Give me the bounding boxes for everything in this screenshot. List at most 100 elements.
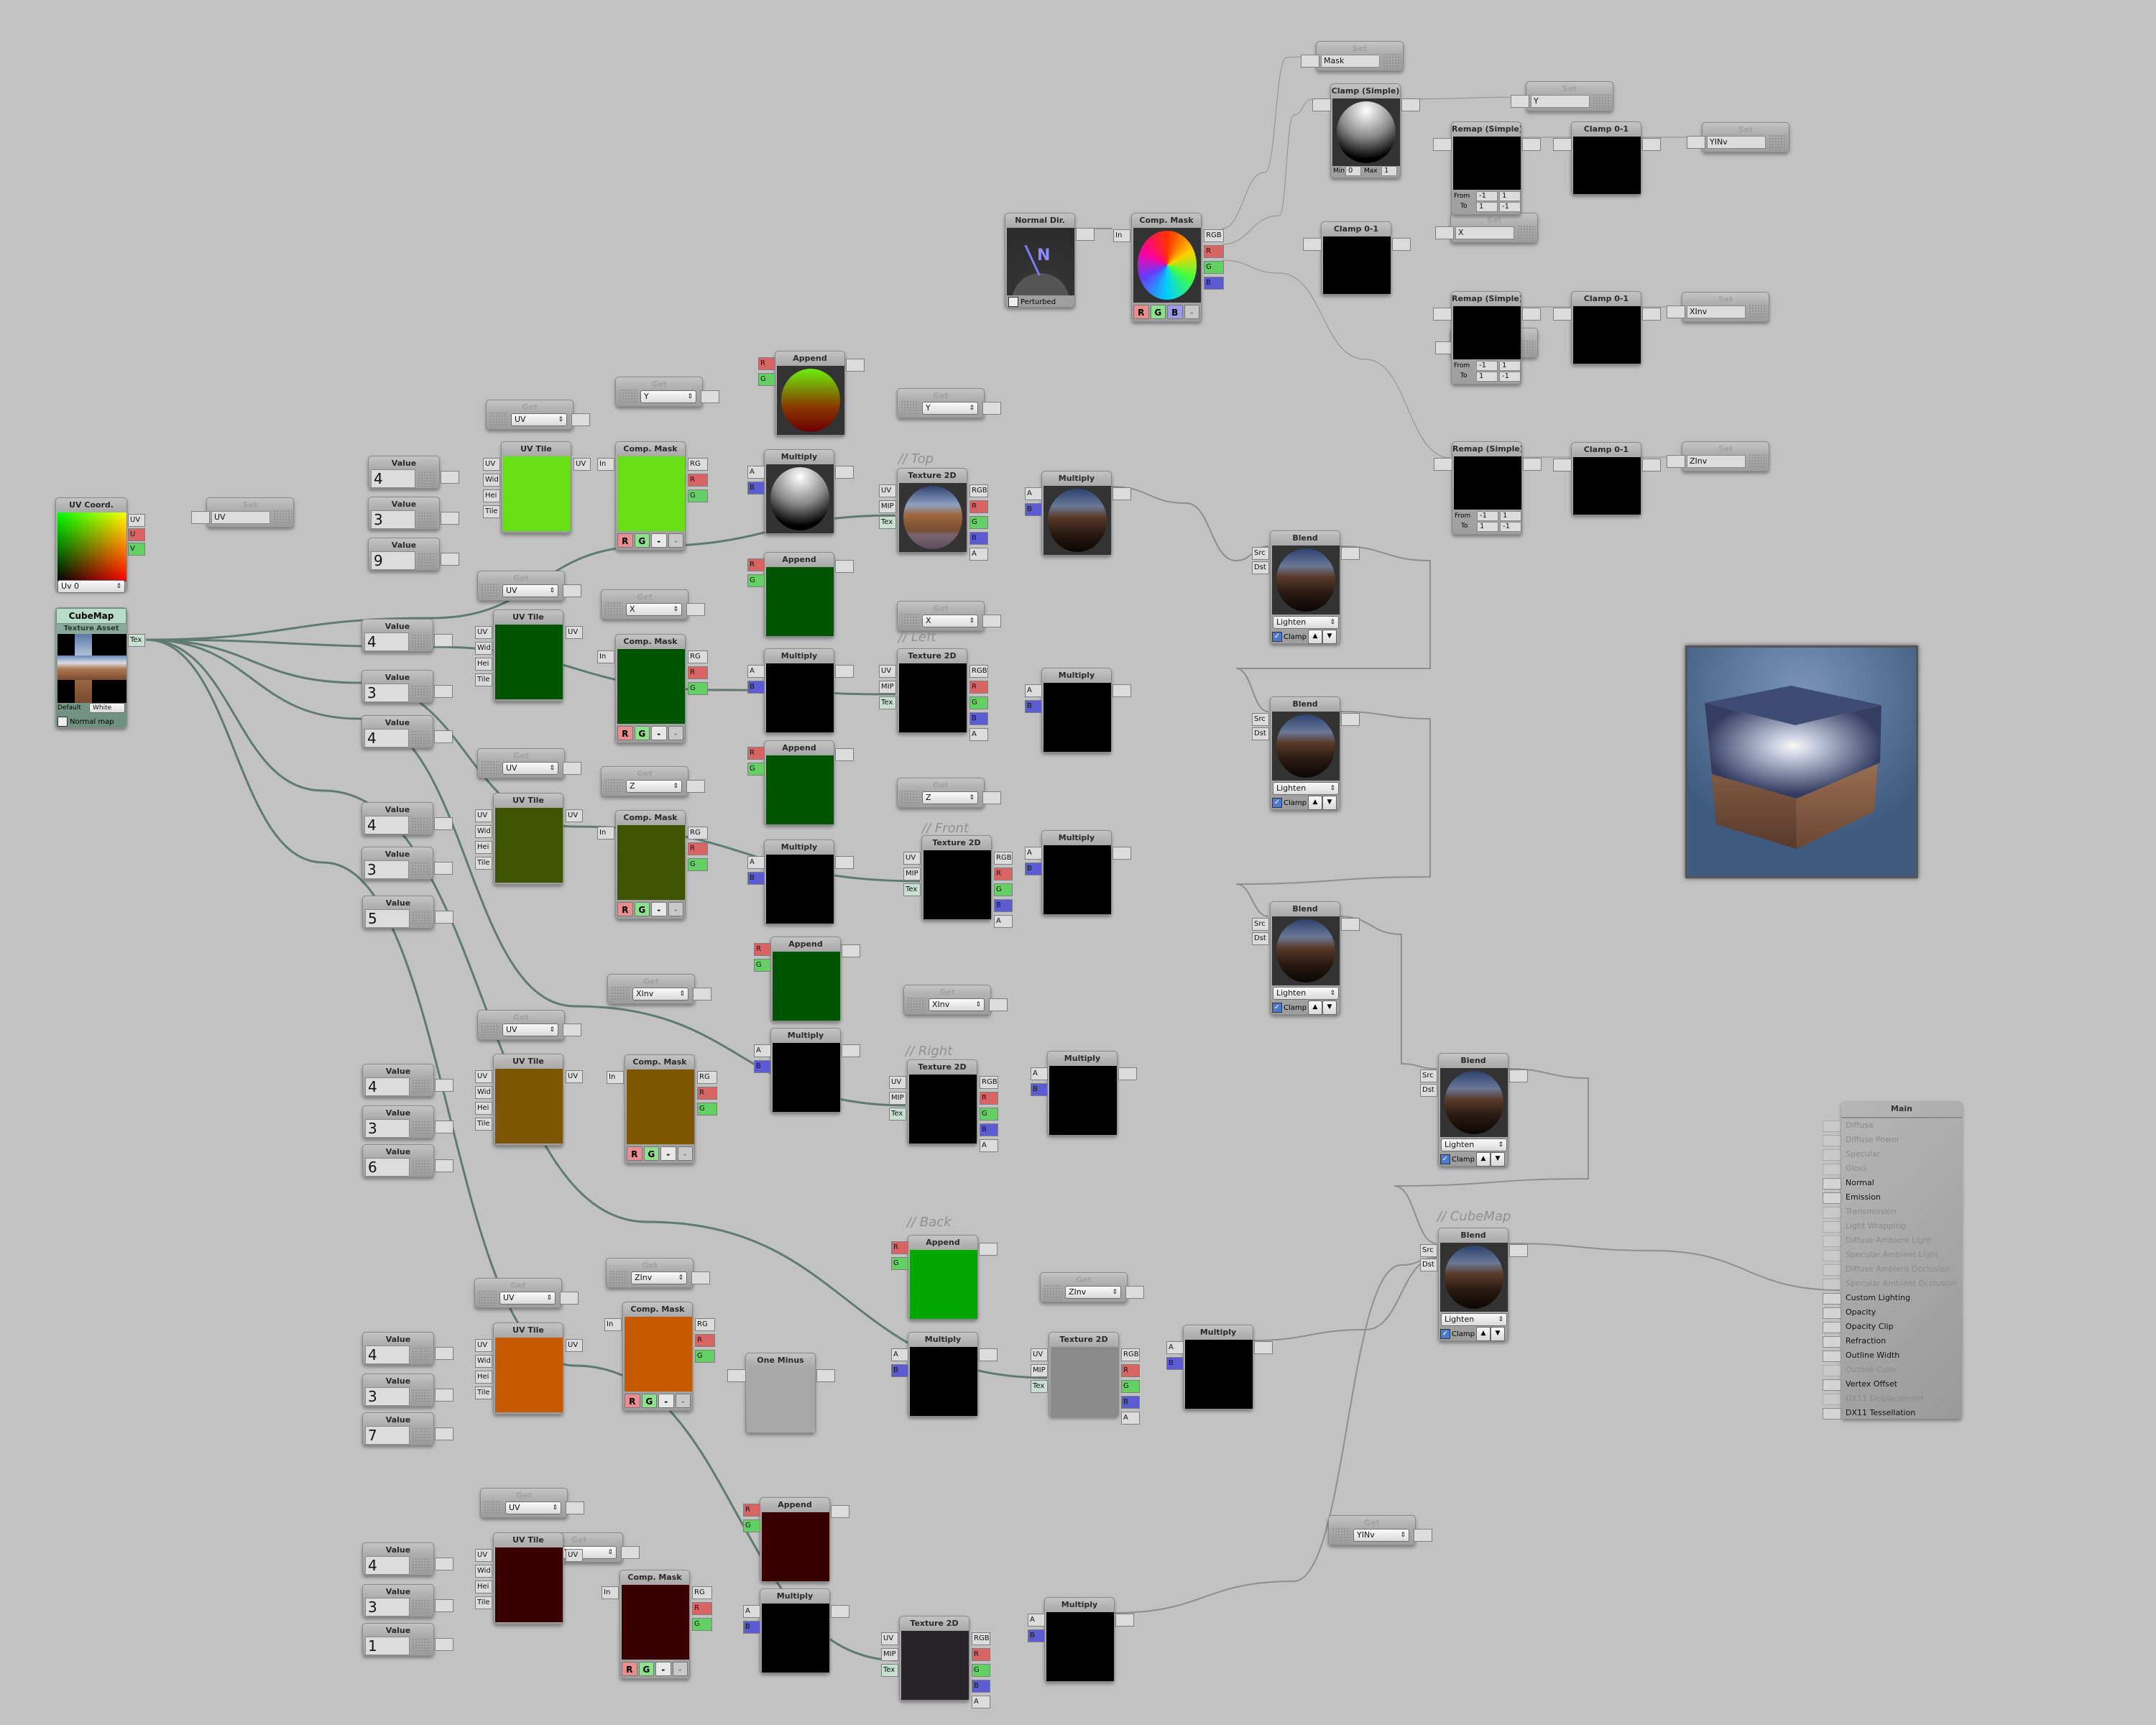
- remap-from-field[interactable]: 1: [1499, 191, 1521, 201]
- output-port-uv[interactable]: UV: [566, 1070, 583, 1083]
- set-variable-name-field[interactable]: ZInv: [1687, 455, 1746, 468]
- input-port-b[interactable]: B: [743, 1621, 760, 1634]
- input-port-in[interactable]: In: [597, 650, 614, 663]
- output-port[interactable]: [835, 748, 854, 761]
- uv-channel-dropdown[interactable]: Uv 0⇕: [57, 580, 125, 593]
- output-port-uv[interactable]: UV: [128, 514, 145, 527]
- output-port[interactable]: [441, 512, 459, 525]
- move-down-button[interactable]: ▼: [1490, 1152, 1505, 1167]
- value-input[interactable]: 3: [371, 510, 415, 529]
- drag-handle-icon[interactable]: [604, 602, 623, 617]
- input-port-a[interactable]: A: [1031, 1067, 1048, 1080]
- main-input-outline-width[interactable]: Outline Width: [1823, 1348, 1899, 1363]
- drag-handle-icon[interactable]: [412, 1558, 430, 1573]
- input-port-mip[interactable]: MIP: [903, 868, 921, 880]
- input-port-wid[interactable]: Wid: [475, 1086, 492, 1099]
- clamp-checkbox[interactable]: ✓: [1440, 1154, 1450, 1164]
- get-variable-dropdown[interactable]: ZInv⇕: [631, 1271, 687, 1284]
- output-port[interactable]: [1392, 238, 1411, 251]
- blend-mode-dropdown[interactable]: Lighten⇕: [1273, 987, 1339, 1000]
- input-port-b[interactable]: B: [891, 1364, 908, 1377]
- output-port-b[interactable]: B: [1204, 277, 1224, 290]
- input-port-r[interactable]: R: [758, 357, 775, 370]
- output-port-r[interactable]: R: [695, 1334, 715, 1347]
- move-down-button[interactable]: ▼: [1490, 1327, 1505, 1341]
- drag-handle-icon[interactable]: [478, 1290, 497, 1306]
- drag-handle-icon[interactable]: [412, 1079, 430, 1095]
- input-port-dst[interactable]: Dst: [1252, 561, 1269, 574]
- channel-toggle-r[interactable]: R: [1133, 305, 1149, 319]
- drag-handle-icon[interactable]: [1044, 1284, 1062, 1300]
- output-port[interactable]: [835, 856, 854, 869]
- output-port-v[interactable]: V: [128, 543, 145, 556]
- output-port[interactable]: [846, 359, 865, 372]
- input-port-mip[interactable]: MIP: [879, 500, 896, 513]
- output-port-uv[interactable]: UV: [566, 809, 583, 822]
- output-port[interactable]: [435, 911, 453, 924]
- output-port[interactable]: [566, 1501, 584, 1514]
- channel-toggle-none[interactable]: -: [655, 1662, 671, 1676]
- output-port-uv[interactable]: UV: [566, 1339, 583, 1352]
- min-field[interactable]: 0: [1345, 166, 1361, 176]
- input-port[interactable]: [191, 511, 210, 524]
- channel-toggle-g[interactable]: G: [641, 1394, 657, 1408]
- value-input[interactable]: 1: [365, 1637, 410, 1655]
- blend-mode-dropdown[interactable]: Lighten⇕: [1441, 1313, 1507, 1326]
- output-port[interactable]: [435, 1599, 453, 1612]
- clamp-01-node[interactable]: Clamp 0-1: [1553, 291, 1661, 364]
- drag-handle-icon[interactable]: [418, 553, 436, 569]
- output-port-g[interactable]: G: [972, 1664, 990, 1677]
- input-port-b[interactable]: B: [1166, 1357, 1184, 1370]
- input-port-in[interactable]: In: [607, 1071, 624, 1084]
- input-port-hei[interactable]: Hei: [475, 841, 492, 854]
- input-port-wid[interactable]: Wid: [475, 1565, 492, 1578]
- channel-toggle-r[interactable]: R: [622, 1662, 637, 1676]
- input-port-uv[interactable]: UV: [881, 1632, 898, 1645]
- input-port-tex[interactable]: Tex: [889, 1108, 906, 1121]
- value-input[interactable]: 9: [371, 551, 415, 570]
- output-port[interactable]: [435, 1638, 453, 1651]
- input-port[interactable]: [1433, 138, 1452, 151]
- output-port-rgb[interactable]: RGB: [969, 484, 988, 497]
- get-variable-dropdown[interactable]: UV⇕: [502, 584, 558, 597]
- output-port[interactable]: [1509, 1070, 1528, 1082]
- output-port-g[interactable]: G: [1204, 261, 1224, 274]
- input-port-uv[interactable]: UV: [889, 1076, 906, 1089]
- channel-toggle-none[interactable]: -: [651, 902, 667, 916]
- input-port-r[interactable]: R: [743, 1504, 760, 1517]
- output-port[interactable]: [1112, 487, 1131, 500]
- channel-toggle-r[interactable]: R: [617, 533, 633, 548]
- input-port-uv[interactable]: UV: [879, 665, 896, 678]
- drag-handle-icon[interactable]: [412, 1389, 430, 1404]
- output-port[interactable]: [691, 1271, 710, 1284]
- max-field[interactable]: 1: [1381, 166, 1397, 176]
- input-port-a[interactable]: A: [1025, 487, 1042, 500]
- channel-toggle-none[interactable]: -: [651, 533, 667, 548]
- output-port-r[interactable]: R: [994, 868, 1013, 880]
- move-up-button[interactable]: ▲: [1307, 630, 1322, 644]
- drag-handle-icon[interactable]: [412, 1427, 430, 1443]
- main-input-normal[interactable]: Normal: [1823, 1176, 1874, 1190]
- channel-toggle-r[interactable]: R: [627, 1146, 642, 1161]
- main-input-opacity-clip[interactable]: Opacity Clip: [1823, 1320, 1894, 1334]
- input-port-uv[interactable]: UV: [483, 458, 500, 471]
- value-input[interactable]: 5: [365, 909, 410, 928]
- input-port-g[interactable]: G: [758, 373, 775, 386]
- input-port-g[interactable]: G: [747, 763, 765, 776]
